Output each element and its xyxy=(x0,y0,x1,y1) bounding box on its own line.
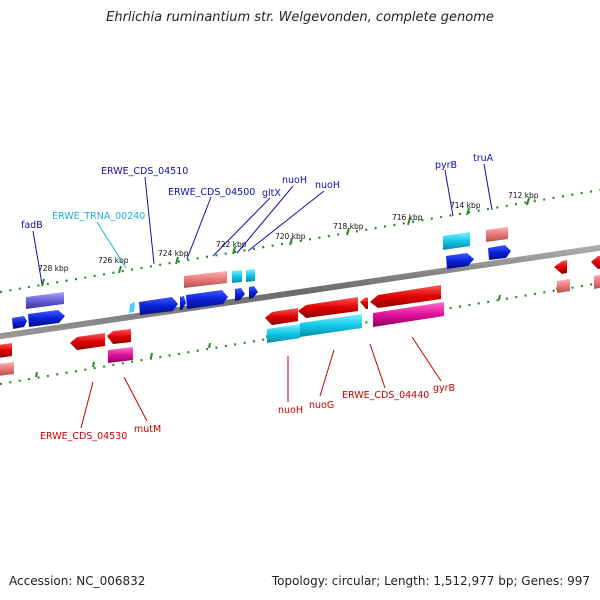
gene-feature xyxy=(443,232,470,250)
tick-label-724kbp: 724 kbp xyxy=(158,249,189,258)
gene-feature xyxy=(446,253,474,269)
gene-feature xyxy=(108,347,133,363)
gene-label-nuoH-reverse: nuoH xyxy=(278,405,303,416)
gene-feature xyxy=(594,274,600,289)
gene-label-truA: truA xyxy=(473,153,494,164)
gene-label-ERWE_CDS_04440: ERWE_CDS_04440 xyxy=(342,390,429,401)
gene-label-ERWE_CDS_04500: ERWE_CDS_04500 xyxy=(168,187,255,198)
gene-label-ERWE_CDS_04530: ERWE_CDS_04530 xyxy=(40,431,127,442)
gene-feature xyxy=(300,314,362,337)
gene-feature xyxy=(0,343,12,358)
forward-features[interactable] xyxy=(12,227,511,329)
reverse-gene-labels: ERWE_CDS_04530 mutM nuoH nuoG ERWE_CDS_0… xyxy=(40,383,455,442)
gene-feature xyxy=(186,290,228,309)
tick-label-726kbp: 726 kbp xyxy=(98,256,129,265)
forward-leaders xyxy=(32,163,493,285)
gene-feature xyxy=(554,260,567,274)
gene-label-gyrB: gyrB xyxy=(433,383,455,394)
gene-label-nuoG: nuoG xyxy=(309,400,334,411)
gene-feature xyxy=(373,302,444,327)
gene-feature xyxy=(557,279,570,293)
gene-feature xyxy=(488,245,511,260)
gene-feature xyxy=(184,271,227,288)
gene-label-pyrB: pyrB xyxy=(435,160,457,171)
tick-label-716kbp: 716 kbp xyxy=(392,213,423,222)
reverse-features[interactable] xyxy=(0,255,600,376)
gene-feature xyxy=(139,297,178,315)
forward-tick-track xyxy=(0,188,600,294)
gene-feature xyxy=(0,362,14,376)
tick-label-718kbp: 718 kbp xyxy=(333,222,364,231)
gene-label-ERWE_CDS_04510: ERWE_CDS_04510 xyxy=(101,166,188,177)
gene-feature xyxy=(232,270,242,283)
gene-feature xyxy=(370,285,441,308)
gene-feature xyxy=(591,255,600,269)
gene-label-fadB: fadB xyxy=(21,220,43,231)
forward-gene-labels: fadB ERWE_TRNA_00240 ERWE_CDS_04510 ERWE… xyxy=(21,153,494,231)
tick-labels: 728 kbp 726 kbp 724 kbp 722 kbp 720 kbp … xyxy=(38,191,539,273)
gene-feature xyxy=(298,297,358,318)
gene-feature xyxy=(70,333,105,350)
gene-feature xyxy=(180,296,186,310)
tick-label-728kbp: 728 kbp xyxy=(38,264,69,273)
genome-summary-text: Topology: circular; Length: 1,512,977 bp… xyxy=(271,574,590,588)
rna-feature xyxy=(129,302,135,313)
map-title: Ehrlichia ruminantium str. Welgevonden, … xyxy=(106,10,494,25)
tick-label-720kbp: 720 kbp xyxy=(275,232,306,241)
gene-feature xyxy=(360,297,368,309)
gene-label-gltX: gltX xyxy=(262,188,281,199)
gene-feature xyxy=(26,292,64,309)
gene-label-mutM: mutM xyxy=(134,424,161,435)
accession-text: Accession: NC_006832 xyxy=(9,574,146,588)
tick-label-714kbp: 714 kbp xyxy=(450,201,481,210)
gene-feature xyxy=(235,288,245,301)
gene-feature xyxy=(246,269,255,282)
gene-label-ERWE_TRNA_00240: ERWE_TRNA_00240 xyxy=(52,211,145,222)
tick-label-722kbp: 722 kbp xyxy=(216,240,247,249)
tick-label-712kbp: 712 kbp xyxy=(508,191,539,200)
gene-label-nuoH-2: nuoH xyxy=(315,180,340,191)
gene-feature xyxy=(486,227,508,242)
gene-feature xyxy=(12,316,27,329)
gene-feature xyxy=(28,310,65,327)
gene-feature xyxy=(107,329,131,344)
gene-feature xyxy=(249,286,258,299)
gene-label-nuoH: nuoH xyxy=(282,175,307,186)
gene-feature xyxy=(267,324,300,343)
reverse-leaders xyxy=(80,336,442,429)
gene-feature xyxy=(265,308,298,325)
